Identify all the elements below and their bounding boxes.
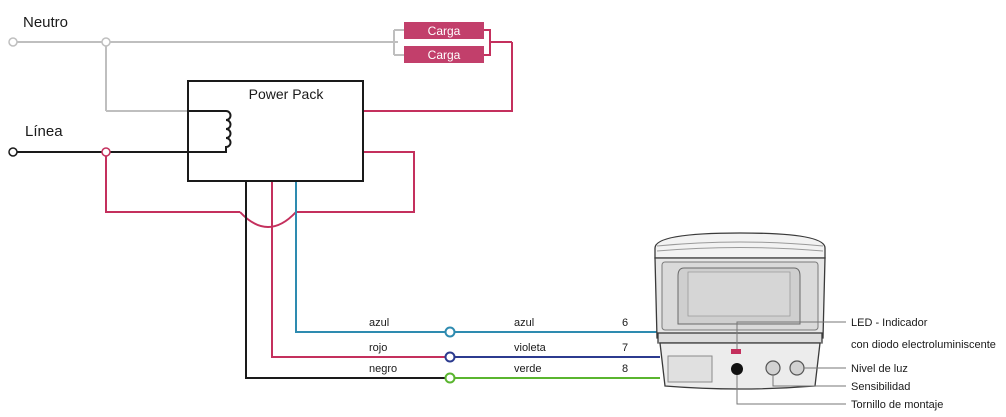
sensitivity-callout: Sensibilidad bbox=[851, 381, 910, 393]
pin-label-6: 6 bbox=[622, 317, 628, 329]
wire-left-label-1: azul bbox=[369, 317, 389, 329]
light-level-knob bbox=[789, 360, 805, 376]
wire-right-label-3: verde bbox=[514, 363, 542, 375]
load-box-1: Carga bbox=[404, 22, 484, 39]
light-level-callout: Nivel de luz bbox=[851, 363, 908, 375]
linea-label: Línea bbox=[25, 123, 63, 140]
pin-label-8: 8 bbox=[622, 363, 628, 375]
coil-icon bbox=[188, 110, 232, 153]
blue-wire bbox=[295, 181, 446, 333]
load-wires bbox=[105, 29, 513, 358]
wire-left-label-2: rojo bbox=[369, 342, 387, 354]
neutro-junction bbox=[101, 37, 111, 47]
mounting-screw-callout: Tornillo de montaje bbox=[851, 399, 943, 411]
wire-right-label-1: azul bbox=[514, 317, 534, 329]
power-pack-label: Power Pack bbox=[249, 86, 325, 102]
wire-left-label-3: negro bbox=[369, 363, 397, 375]
mounting-screw bbox=[731, 363, 743, 375]
linea-terminal bbox=[8, 147, 18, 157]
sensitivity-knob bbox=[765, 360, 781, 376]
wire-right-label-2: violeta bbox=[514, 342, 547, 354]
led-indicator bbox=[731, 349, 741, 354]
led-callout-line1: LED - Indicador bbox=[851, 317, 928, 329]
violet-connector bbox=[444, 351, 456, 363]
neutral-wires bbox=[16, 29, 404, 112]
neutro-terminal bbox=[8, 37, 18, 47]
led-callout-line2: con diodo electroluminiscente bbox=[851, 339, 996, 351]
neutro-label: Neutro bbox=[23, 14, 68, 31]
load-label-2: Carga bbox=[428, 48, 461, 62]
linea-junction bbox=[101, 147, 111, 157]
power-pack: Power Pack bbox=[187, 80, 364, 182]
callout-lines bbox=[736, 321, 846, 405]
load-label-1: Carga bbox=[428, 24, 461, 38]
pin-label-7: 7 bbox=[622, 342, 628, 354]
blue-connector bbox=[444, 326, 456, 338]
green-connector bbox=[444, 372, 456, 384]
load-box-2: Carga bbox=[404, 46, 484, 63]
